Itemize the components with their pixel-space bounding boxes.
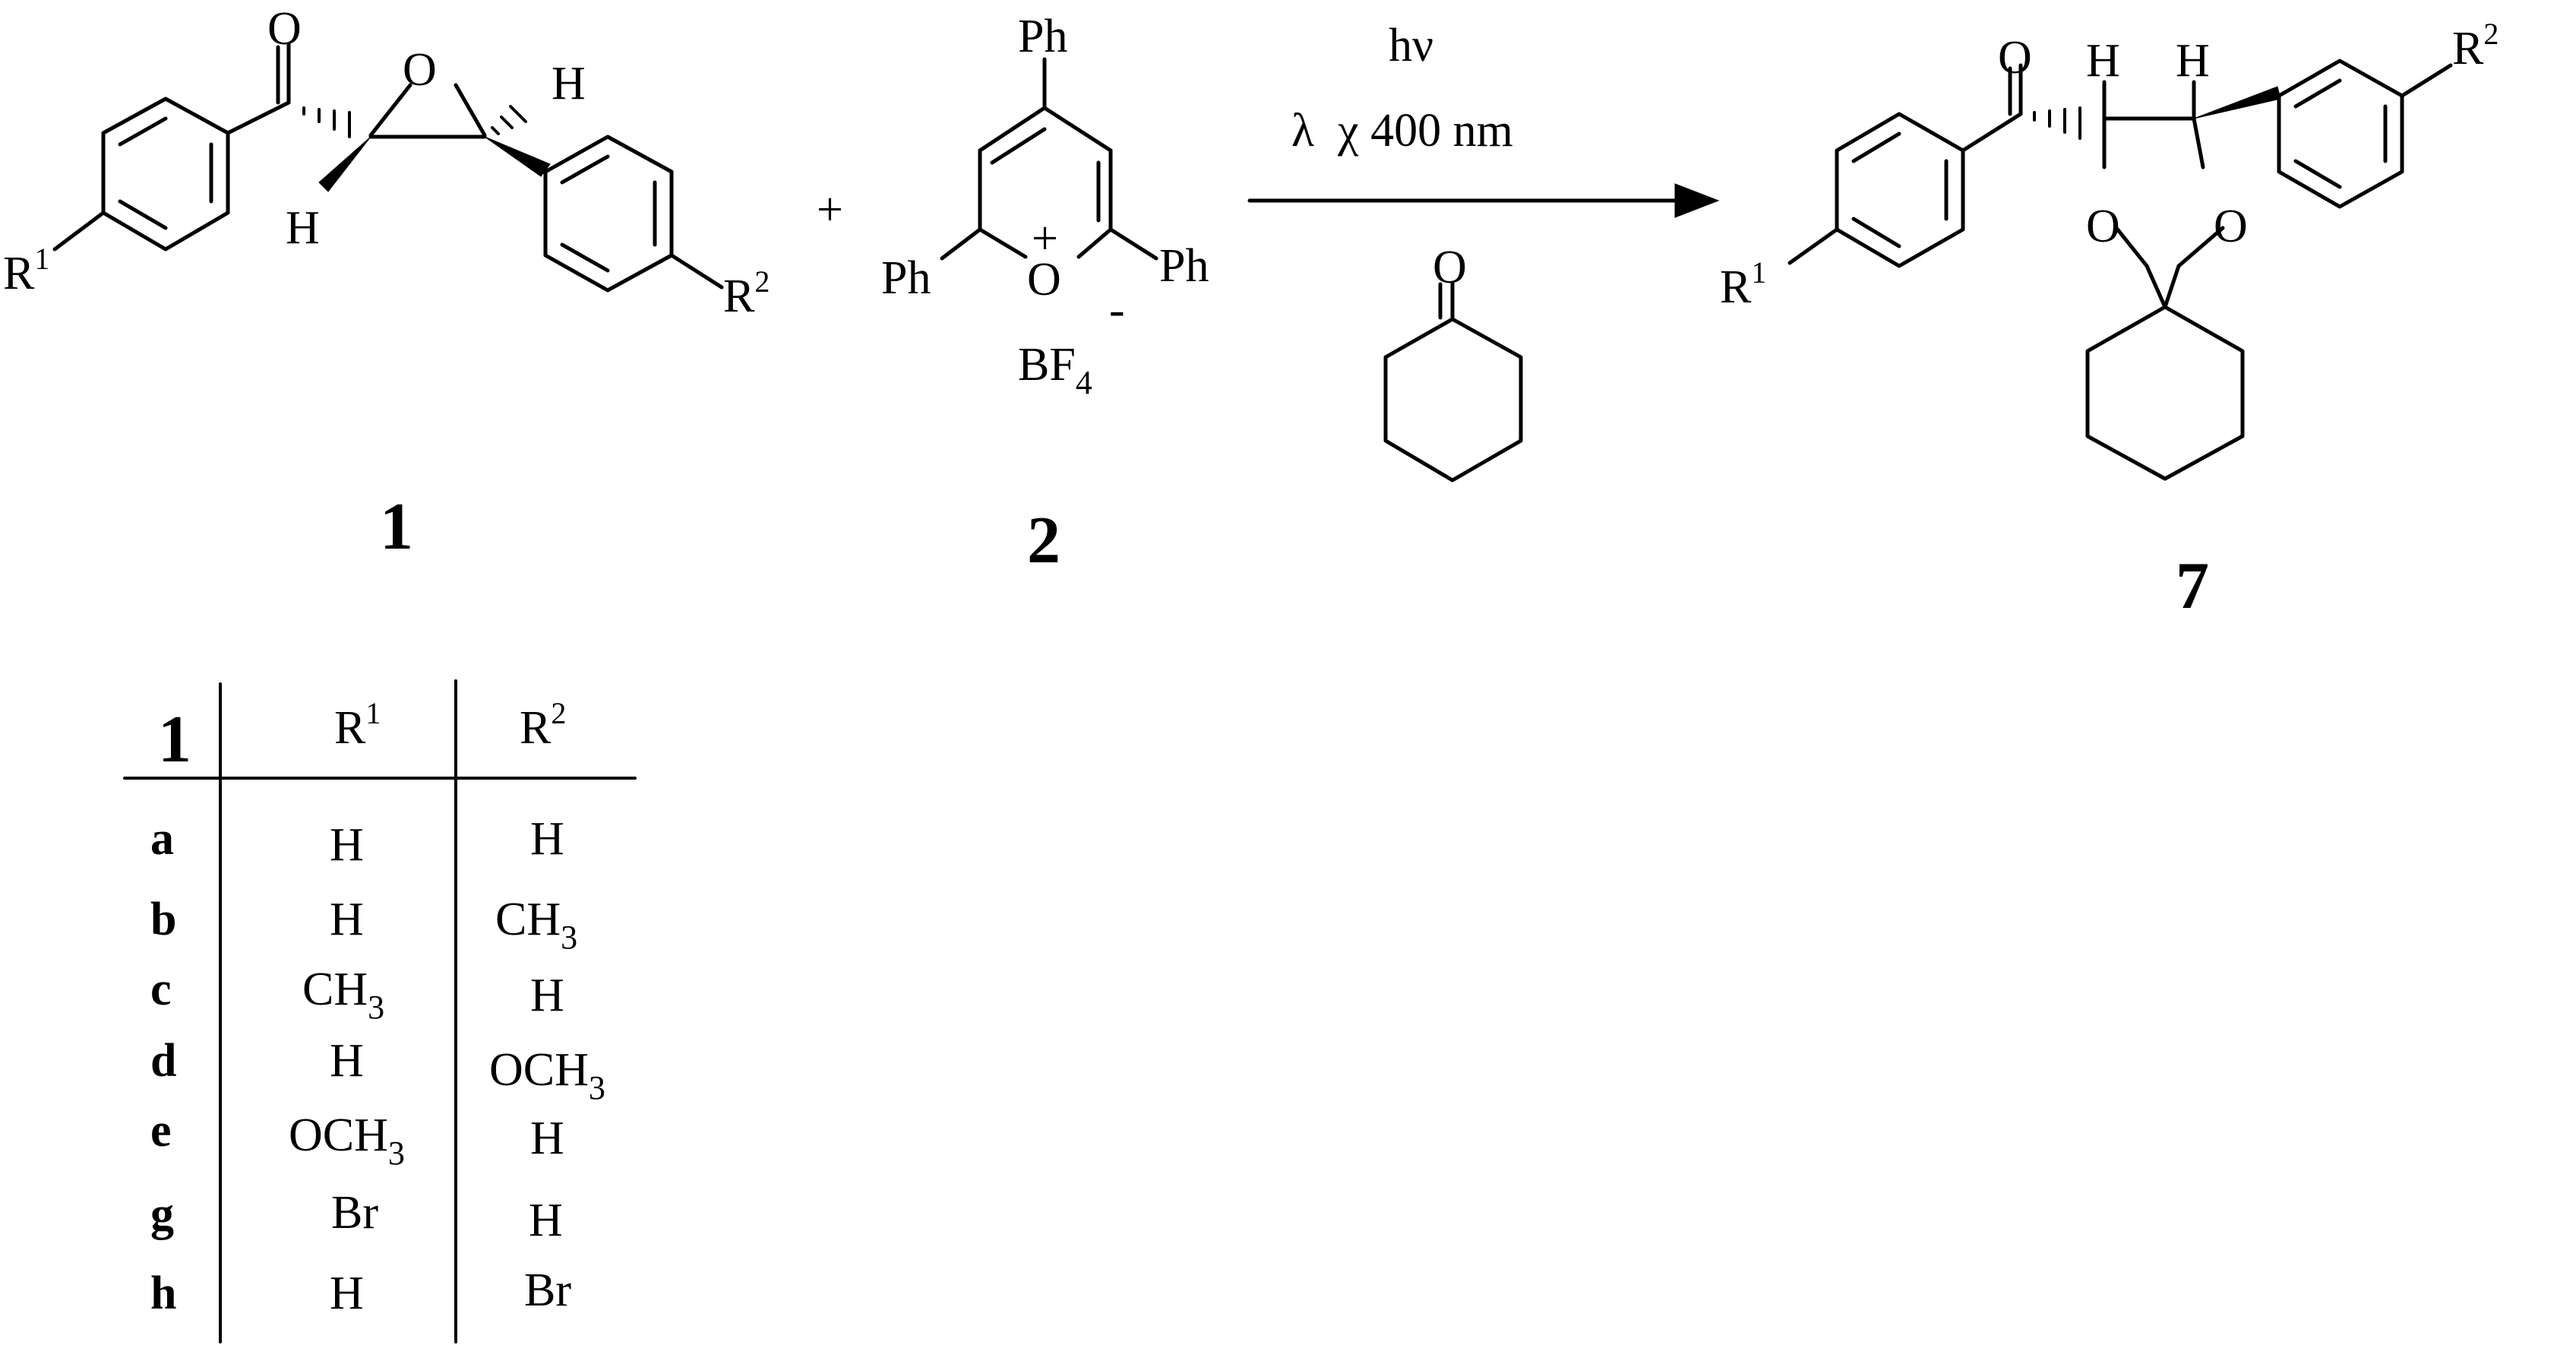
condition-light: hν — [1389, 20, 1433, 71]
compound-1-number: 1 — [380, 490, 413, 564]
table-cell-r1: H — [330, 1035, 364, 1087]
compound-1-benzene-right — [543, 134, 674, 293]
compound-7-benzene-right — [2277, 59, 2404, 209]
compound-1-h-right: H — [552, 58, 586, 109]
table-row-label: d — [150, 1035, 176, 1087]
compound-7-r1: R1 — [1720, 255, 1766, 313]
compound-1-structure — [52, 42, 724, 293]
table-cell-r1: OCH3 — [289, 1109, 405, 1172]
compound-7-cyclohexane — [2085, 305, 2245, 481]
table-cell-r2: Br — [524, 1264, 571, 1316]
table-row-label: b — [150, 894, 176, 945]
compound-7-h-left: H — [2086, 35, 2120, 87]
compound-7-structure — [1787, 59, 2453, 481]
table-cell-r1: H — [330, 894, 364, 945]
compound-7-number: 7 — [2176, 549, 2209, 623]
table-cell-r2: H — [530, 1112, 564, 1164]
compound-7-hashed-bond — [2033, 106, 2081, 140]
table-cell-r1: H — [330, 819, 364, 871]
table-header-r2: R2 — [520, 696, 566, 754]
compound-2-ph-left: Ph — [881, 252, 931, 304]
compound-7-o-right: O — [2214, 201, 2248, 252]
table-row-label: g — [150, 1188, 174, 1240]
substituent-table: 1 R1 R2 a H H b H CH3 c CH3 H d H OCH3 e… — [123, 679, 637, 1343]
compound-1-hashed-bond-left — [302, 106, 351, 138]
table-cell-r1: CH3 — [302, 964, 384, 1026]
compound-2-structure — [940, 57, 1158, 261]
compound-7-benzene-left — [1835, 112, 1965, 268]
cyclohexanone-structure — [1383, 280, 1523, 483]
compound-1-r2: R2 — [723, 264, 770, 322]
compound-1-h-left: H — [286, 202, 320, 254]
compound-1-epoxide-o: O — [403, 44, 437, 96]
table-row-label: c — [150, 964, 172, 1015]
compound-2-plus-charge: + — [1032, 213, 1058, 264]
compound-1-r1: R1 — [3, 242, 49, 299]
table-cell-r2: H — [529, 1195, 563, 1246]
compound-2-ring-o: O — [1027, 254, 1061, 305]
table-row-label: a — [150, 813, 174, 865]
reaction-arrow — [1247, 183, 1720, 218]
compound-2-counterion: BF4 — [1018, 339, 1092, 401]
table-row-label: e — [150, 1105, 172, 1157]
table-header-compound: 1 — [158, 703, 191, 777]
cyclohexanone-o: O — [1433, 242, 1467, 293]
table-cell-r2: OCH3 — [489, 1044, 605, 1106]
table-cell-r2: H — [530, 970, 564, 1021]
compound-2-ph-right: Ph — [1159, 240, 1209, 292]
table-cell-r2: CH3 — [495, 894, 577, 956]
compound-2-ph-top: Ph — [1018, 11, 1067, 62]
condition-wavelength: λ χ 400 nm — [1291, 105, 1513, 157]
compound-1-wedge-aryl — [484, 136, 551, 177]
compound-1-hashed-bond-right — [491, 105, 527, 135]
table-cell-r2: H — [530, 813, 564, 865]
table-cell-r1: H — [330, 1267, 364, 1319]
plus-sign: + — [817, 184, 843, 236]
compound-1-carbonyl-o: O — [267, 3, 302, 55]
compound-2-number: 2 — [1027, 504, 1060, 578]
table-header-r1: R1 — [334, 696, 381, 754]
compound-7-o-left: O — [2086, 201, 2120, 252]
compound-2-minus-charge: - — [1109, 284, 1125, 336]
compound-7-r2: R2 — [2452, 17, 2499, 74]
table-row-label: h — [150, 1267, 176, 1319]
compound-7-carbonyl-o: O — [1998, 32, 2032, 84]
compound-7-h-right: H — [2176, 35, 2210, 87]
table-cell-r1: Br — [331, 1187, 378, 1239]
compound-7-wedge-aryl — [2193, 86, 2281, 119]
compound-1-wedge-h-left — [318, 136, 371, 192]
